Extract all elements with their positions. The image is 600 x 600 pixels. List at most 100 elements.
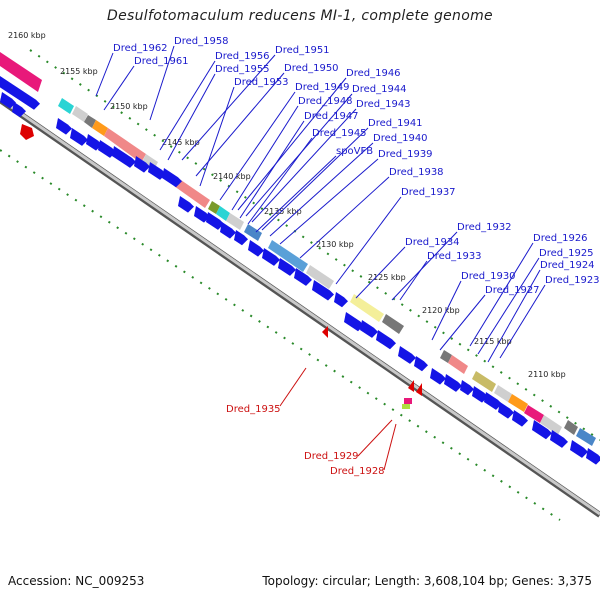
feature-block (350, 294, 384, 322)
feature-block (244, 224, 262, 241)
gene-label-Dred_1949[interactable]: Dred_1949 (295, 82, 350, 93)
forward-gene-arrow (0, 92, 16, 109)
forward-gene-arrow (134, 156, 150, 173)
gene-label-Dred_1927[interactable]: Dred_1927 (485, 285, 540, 296)
gene-label-Dred_1945[interactable]: Dred_1945 (312, 128, 367, 139)
forward-gene-arrow (570, 440, 588, 458)
gene-label-Dred_1926[interactable]: Dred_1926 (533, 233, 588, 244)
lower-dotted-guide (0, 149, 561, 521)
forward-gene-arrow (162, 168, 182, 188)
kbp-tick-label: 2130 kbp (316, 240, 354, 249)
forward-label-leader (167, 73, 216, 161)
reverse-strand-genes (20, 124, 422, 409)
gene-label-Dred_1933[interactable]: Dred_1933 (427, 251, 482, 262)
feature-block (306, 265, 334, 289)
forward-label-leader (299, 176, 390, 259)
feature-block (540, 415, 562, 435)
gene-label-Dred_1924[interactable]: Dred_1924 (540, 260, 595, 271)
map-title: Desulfotomaculum reducens MI-1, complete… (107, 8, 493, 24)
forward-gene-arrow (586, 448, 600, 465)
forward-label-leader (195, 72, 285, 177)
reverse-gene-arrow (416, 383, 422, 396)
gene-label-Dred_1930[interactable]: Dred_1930 (461, 271, 516, 282)
forward-label-leader (181, 54, 276, 161)
kbp-ticks: 2160 kbp 2155 kbp 2150 kbp 2145 kbp 2140… (8, 31, 566, 379)
forward-gene-arrow (98, 140, 116, 158)
gene-label-Dred_1956[interactable]: Dred_1956 (215, 51, 270, 62)
gene-label-Dred_1928[interactable]: Dred_1928 (330, 466, 385, 477)
kbp-tick-label: 2120 kbp (422, 306, 460, 315)
forward-label-leader (255, 155, 337, 233)
feature-block (564, 420, 578, 435)
forward-label-leader (199, 86, 235, 187)
gene-label-Dred_1944[interactable]: Dred_1944 (352, 84, 407, 95)
forward-label-leader (95, 52, 114, 97)
reverse-gene-block (404, 398, 412, 404)
gene-label-Dred_1937[interactable]: Dred_1937 (401, 187, 456, 198)
gene-label-spoVFB[interactable]: spoVFB (336, 146, 373, 157)
gene-label-Dred_1932[interactable]: Dred_1932 (457, 222, 512, 233)
reverse-gene-arrow (20, 124, 34, 140)
gene-label-Dred_1923[interactable]: Dred_1923 (545, 275, 600, 286)
feature-block (84, 115, 96, 128)
gene-label-Dred_1939[interactable]: Dred_1939 (378, 149, 433, 160)
kbp-tick-label: 2155 kbp (60, 67, 98, 76)
reverse-gene-arrow (408, 380, 414, 392)
feature-block (508, 394, 528, 412)
feature-block (208, 201, 220, 214)
feature-block (174, 178, 210, 208)
feature-block (226, 213, 244, 230)
forward-gene-arrow (148, 162, 166, 180)
forward-gene-arrow (194, 206, 210, 223)
forward-label-leader (231, 105, 299, 211)
gene-label-Dred_1925[interactable]: Dred_1925 (539, 248, 594, 259)
forward-gene-arrow (472, 386, 488, 403)
forward-gene-arrow (278, 258, 296, 276)
forward-label-leader (477, 257, 540, 355)
feature-block (494, 385, 512, 402)
gene-label-Dred_1948[interactable]: Dred_1948 (298, 96, 353, 107)
gene-label-Dred_1955[interactable]: Dred_1955 (215, 64, 270, 75)
gene-label-Dred_1962[interactable]: Dred_1962 (113, 43, 168, 54)
kbp-tick-label: 2145 kbp (162, 138, 200, 147)
forward-gene-arrow (12, 102, 26, 118)
forward-gene-arrow (430, 368, 446, 385)
gene-label-Dred_1958[interactable]: Dred_1958 (174, 36, 229, 47)
kbp-tick-label: 2140 kbp (213, 172, 251, 181)
gene-label-Dred_1940[interactable]: Dred_1940 (373, 133, 428, 144)
gene-label-Dred_1929[interactable]: Dred_1929 (304, 451, 359, 462)
forward-label-leader (247, 137, 313, 225)
feature-block (216, 206, 230, 221)
forward-gene-arrow (376, 330, 396, 350)
gene-label-Dred_1935[interactable]: Dred_1935 (226, 404, 281, 415)
forward-gene-arrow (312, 280, 334, 301)
gene-label-Dred_1941[interactable]: Dred_1941 (368, 118, 423, 129)
forward-gene-arrow (70, 128, 88, 146)
kbp-tick-label: 2115 kbp (474, 337, 512, 346)
gene-label-Dred_1961[interactable]: Dred_1961 (134, 56, 189, 67)
reverse-gene-arrow (322, 326, 328, 338)
forward-label-leader (439, 294, 486, 351)
feature-blocks (0, 52, 596, 446)
gene-label-Dred_1938[interactable]: Dred_1938 (389, 167, 444, 178)
forward-label-leader (469, 242, 534, 347)
forward-gene-arrow (344, 312, 364, 332)
gene-label-Dred_1950[interactable]: Dred_1950 (284, 63, 339, 74)
gene-label-Dred_1947[interactable]: Dred_1947 (304, 111, 359, 122)
forward-gene-arrow (444, 374, 462, 392)
gene-label-Dred_1946[interactable]: Dred_1946 (346, 68, 401, 79)
gene-label-Dred_1943[interactable]: Dred_1943 (356, 99, 411, 110)
forward-label-leader (335, 196, 402, 285)
genome-backbone-highlight (0, 97, 600, 516)
reverse-label-leader (279, 367, 307, 407)
forward-label-leader (391, 231, 458, 301)
gene-label-Dred_1934[interactable]: Dred_1934 (405, 237, 460, 248)
forward-gene-arrow (248, 240, 264, 257)
gene-label-Dred_1953[interactable]: Dred_1953 (234, 77, 289, 88)
forward-label-leader (279, 158, 379, 245)
forward-label-leaders (95, 45, 546, 363)
forward-gene-arrow (0, 76, 40, 110)
forward-gene-arrow (360, 320, 378, 338)
gene-label-Dred_1951[interactable]: Dred_1951 (275, 45, 330, 56)
reverse-gene-labels: Dred_1935 Dred_1929 Dred_1928 (226, 367, 397, 477)
